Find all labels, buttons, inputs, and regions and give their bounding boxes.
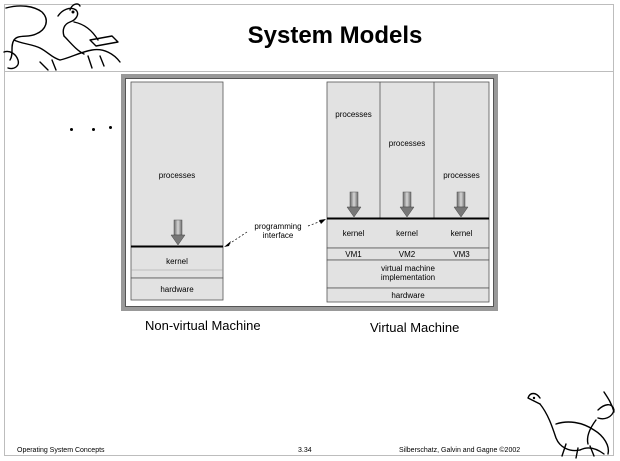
- stray-dot: [109, 126, 112, 129]
- non-virtual-machine-stack: [130, 81, 224, 301]
- vm-implementation-label-line2: implementation: [380, 273, 436, 282]
- programming-interface-label-line2: interface: [262, 231, 294, 240]
- down-arrow-icon: [453, 191, 469, 218]
- programming-interface-label-line1: programming: [254, 222, 302, 231]
- stray-dot: [70, 128, 73, 131]
- stray-dot: [92, 128, 95, 131]
- vm3-label: VM3: [453, 250, 470, 259]
- down-arrow-icon: [399, 191, 415, 218]
- slide-title: System Models: [247, 22, 423, 49]
- hardware-label: hardware: [160, 285, 194, 294]
- pointer-arrowhead: [224, 241, 231, 247]
- dinosaur-illustration-top-left: [3, 3, 121, 71]
- vm1-kernel-label: kernel: [342, 229, 365, 238]
- down-arrow-icon: [346, 191, 362, 218]
- header-divider: [4, 71, 614, 72]
- footer-book-title: Operating System Concepts: [17, 447, 105, 454]
- vm1-label: VM1: [345, 250, 362, 259]
- vm2-label: VM2: [398, 250, 416, 259]
- vm3-processes-label: processes: [443, 171, 480, 180]
- vm-implementation-label-line1: virtual machine: [381, 264, 435, 273]
- non-virtual-machine-caption: Non-virtual Machine: [145, 318, 261, 333]
- vm2-processes-label: processes: [388, 139, 426, 148]
- pointer-arrowhead: [319, 219, 326, 224]
- processes-label: processes: [158, 171, 196, 180]
- footer-copyright: Silberschatz, Galvin and Gagne ©2002: [399, 447, 521, 454]
- vm2-kernel-label: kernel: [396, 229, 418, 238]
- virtual-machine-caption: Virtual Machine: [370, 320, 460, 335]
- vm3-kernel-label: kernel: [450, 229, 473, 238]
- vm-hardware-label: hardware: [391, 291, 425, 300]
- vm1-processes-label: processes: [335, 110, 372, 119]
- footer-page-number: 3.34: [298, 447, 312, 454]
- slide-border: [4, 4, 614, 456]
- kernel-label: kernel: [166, 257, 188, 266]
- down-arrow-icon: [170, 219, 186, 246]
